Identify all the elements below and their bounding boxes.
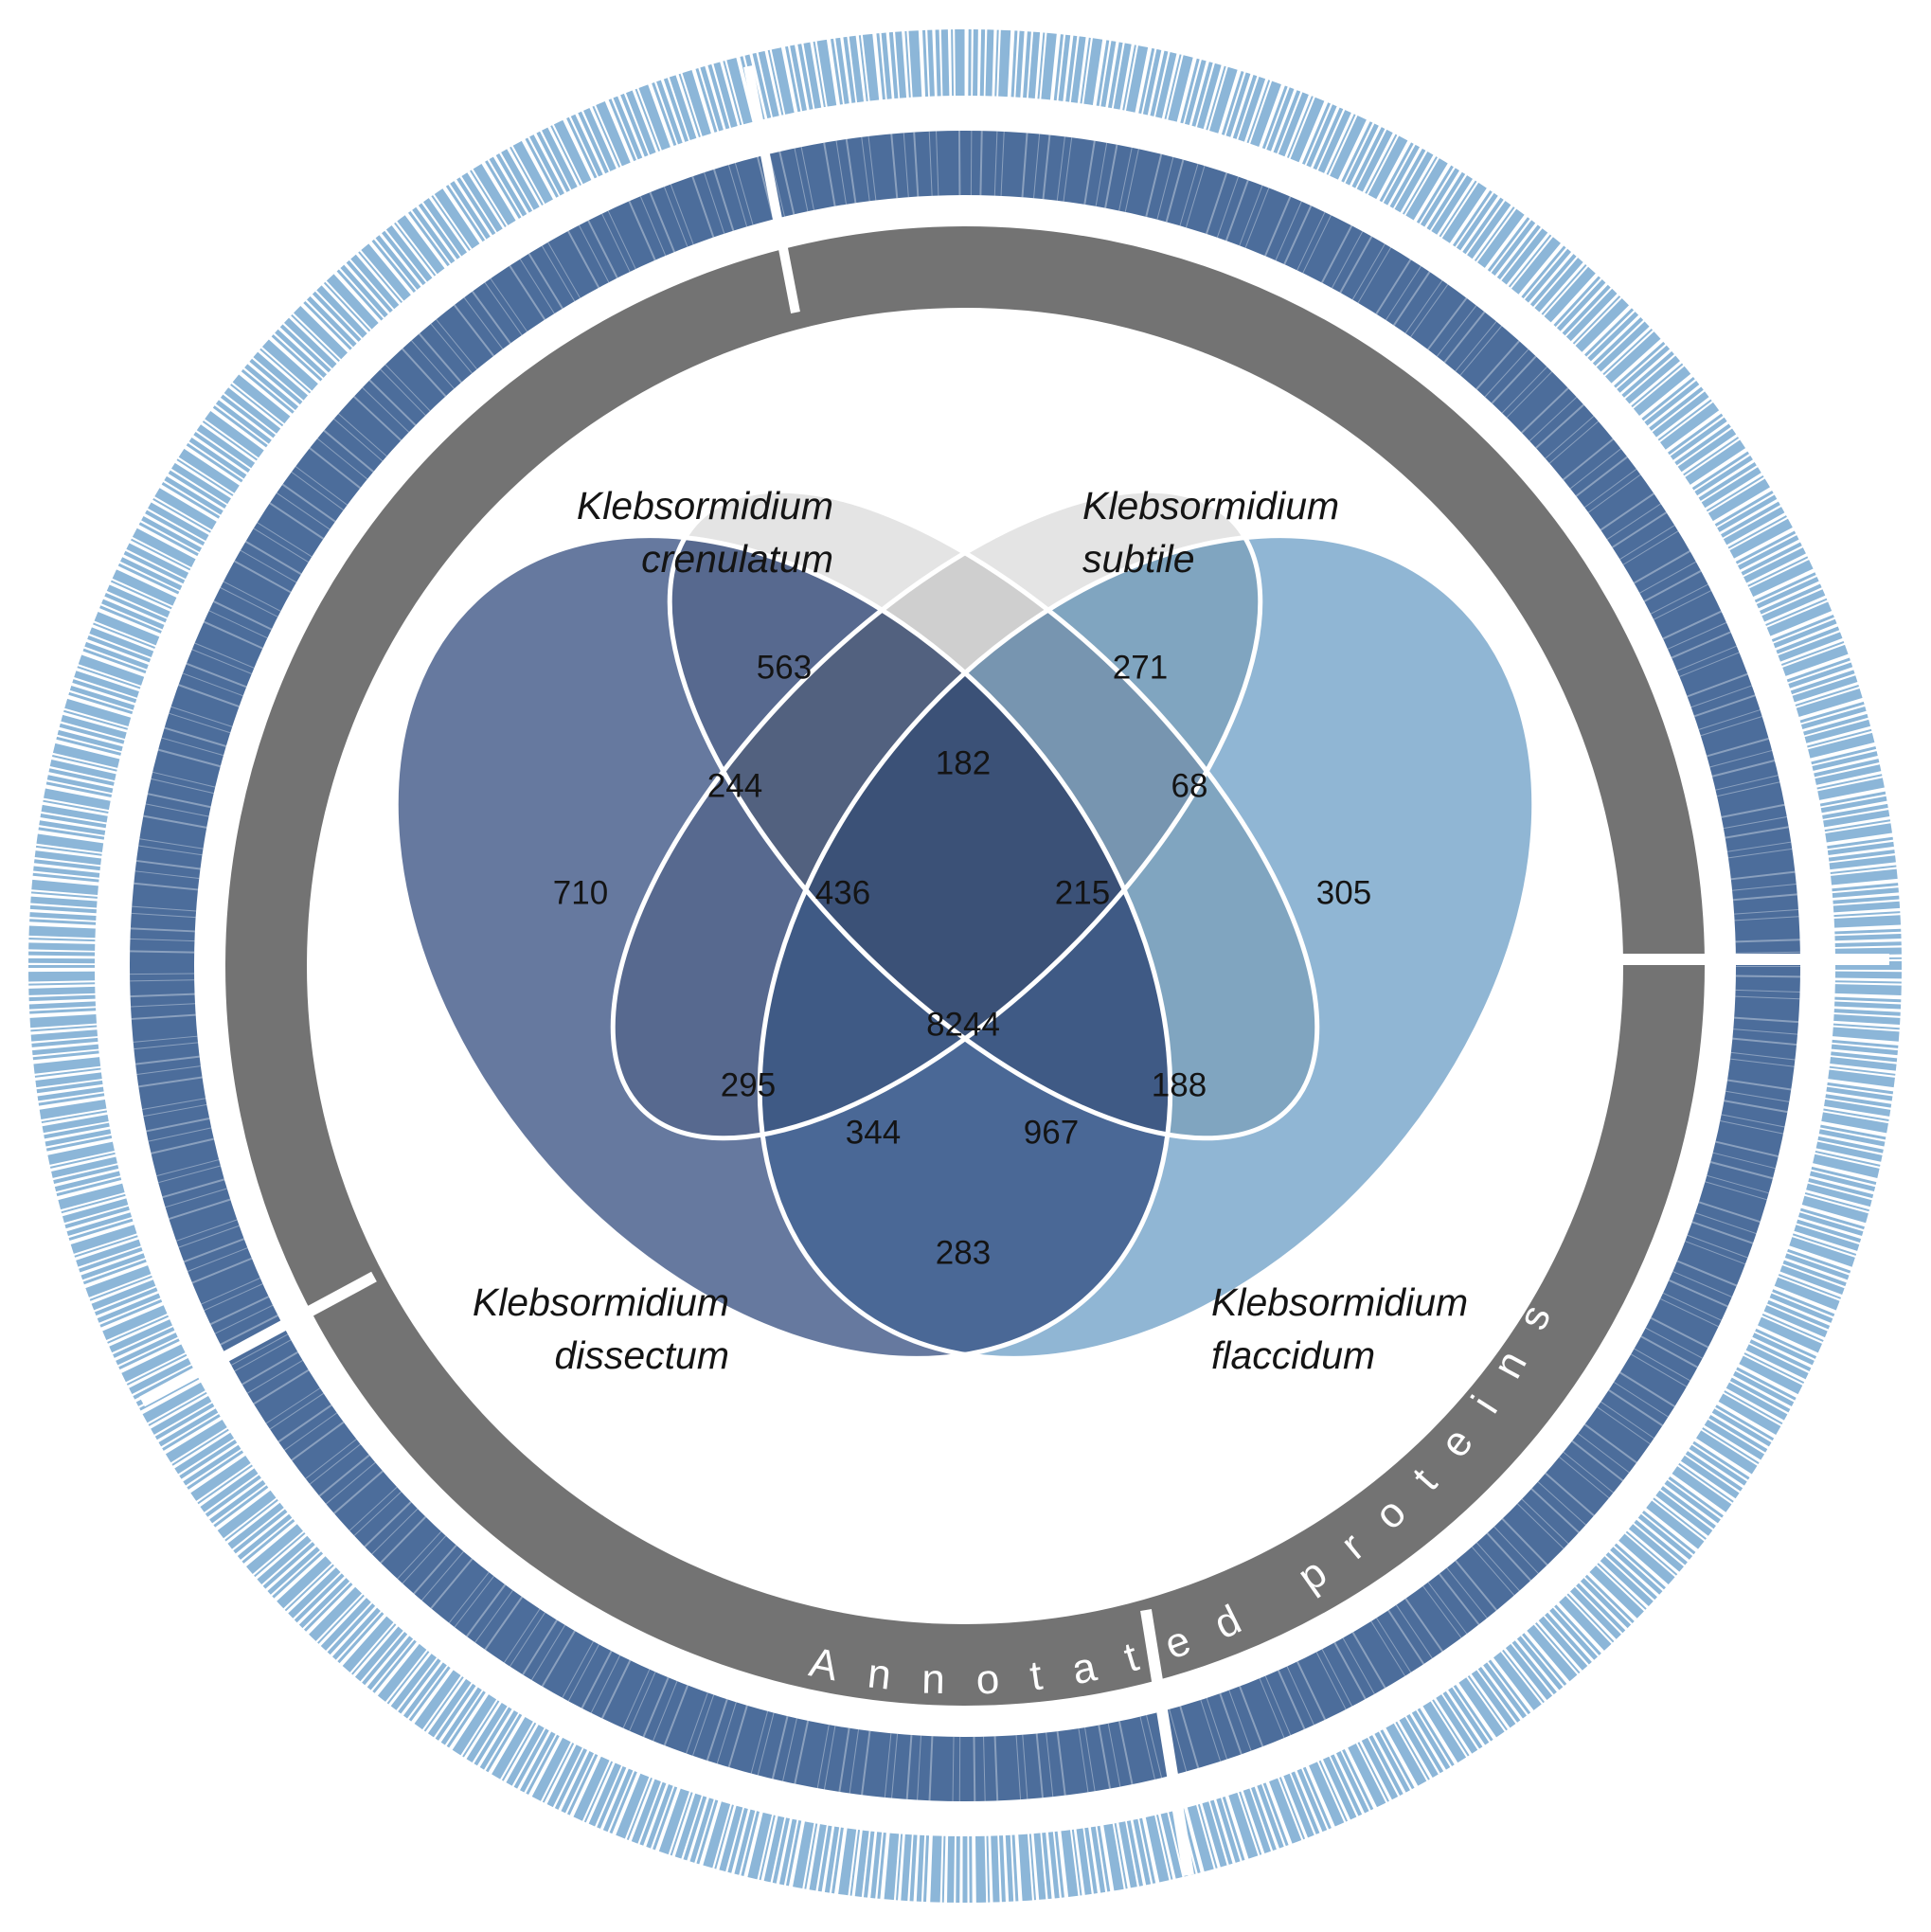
middle-blue-ring-texture: [130, 131, 1800, 1801]
label-subtile-line1: Klebsormidium: [1082, 484, 1339, 528]
count-subtile-flaccidum: 68: [1171, 768, 1208, 805]
label-flaccidum-line1: Klebsormidium: [1211, 1280, 1468, 1324]
ring-separators: [139, 65, 1889, 1876]
separator-bottom: [1140, 1609, 1194, 1876]
label-crenulatum-line1: Klebsormidium: [577, 484, 833, 528]
count-all-four: 8244: [926, 1007, 1000, 1044]
venn-outlines: [393, 488, 1537, 1361]
separator-left: [139, 1271, 377, 1407]
middle-blue-ring: [130, 131, 1800, 1801]
count-crenulatum-only: 563: [757, 650, 812, 687]
outer-light-ring-shape: [28, 29, 1902, 1903]
label-subtile-line2: subtile: [1082, 537, 1195, 581]
label-flaccidum-line2: flaccidum: [1211, 1333, 1375, 1377]
count-dissectum-flaccidum-subtile-partial: 967: [1024, 1115, 1079, 1152]
label-crenulatum-line2: crenulatum: [641, 537, 833, 581]
grey-ring-shape: [225, 226, 1705, 1706]
separator-top: [743, 65, 800, 313]
count-dissectum-flaccidum: 283: [936, 1235, 991, 1272]
count-crenulatum-subtile-dissectum: 436: [815, 875, 870, 912]
outline-flaccidum: [757, 533, 1537, 1361]
count-crenulatum-subtile-flaccidum: 215: [1055, 875, 1110, 912]
middle-blue-ring-shape: [130, 131, 1800, 1801]
outline-subtile: [610, 488, 1263, 1141]
species-labels: Klebsormidium crenulatum Klebsormidium s…: [473, 484, 1468, 1377]
count-dissectum-flaccidum-crenulatum-partial: 344: [846, 1115, 901, 1152]
count-subtile-only: 271: [1113, 650, 1168, 687]
label-dissectum-line1: Klebsormidium: [473, 1280, 729, 1324]
outline-dissectum: [393, 533, 1173, 1361]
count-crenulatum-subtile: 182: [936, 745, 991, 782]
count-dissectum-only: 710: [553, 875, 608, 912]
label-dissectum-line2: dissectum: [554, 1333, 729, 1377]
outer-light-ring: [28, 29, 1902, 1903]
annotation-grey-ring: [225, 226, 1705, 1706]
count-flaccidum-only: 305: [1316, 875, 1371, 912]
count-dissectum-flaccidum-crenulatum: 295: [721, 1067, 776, 1104]
outline-crenulatum: [667, 488, 1320, 1141]
count-crenulatum-dissectum: 244: [707, 768, 762, 805]
venn-diagram: 563 271 710 305 182 244 68 436 215 8244 …: [393, 484, 1537, 1377]
count-dissectum-flaccidum-subtile: 188: [1152, 1067, 1207, 1104]
venn-counts: 563 271 710 305 182 244 68 436 215 8244 …: [553, 650, 1371, 1272]
